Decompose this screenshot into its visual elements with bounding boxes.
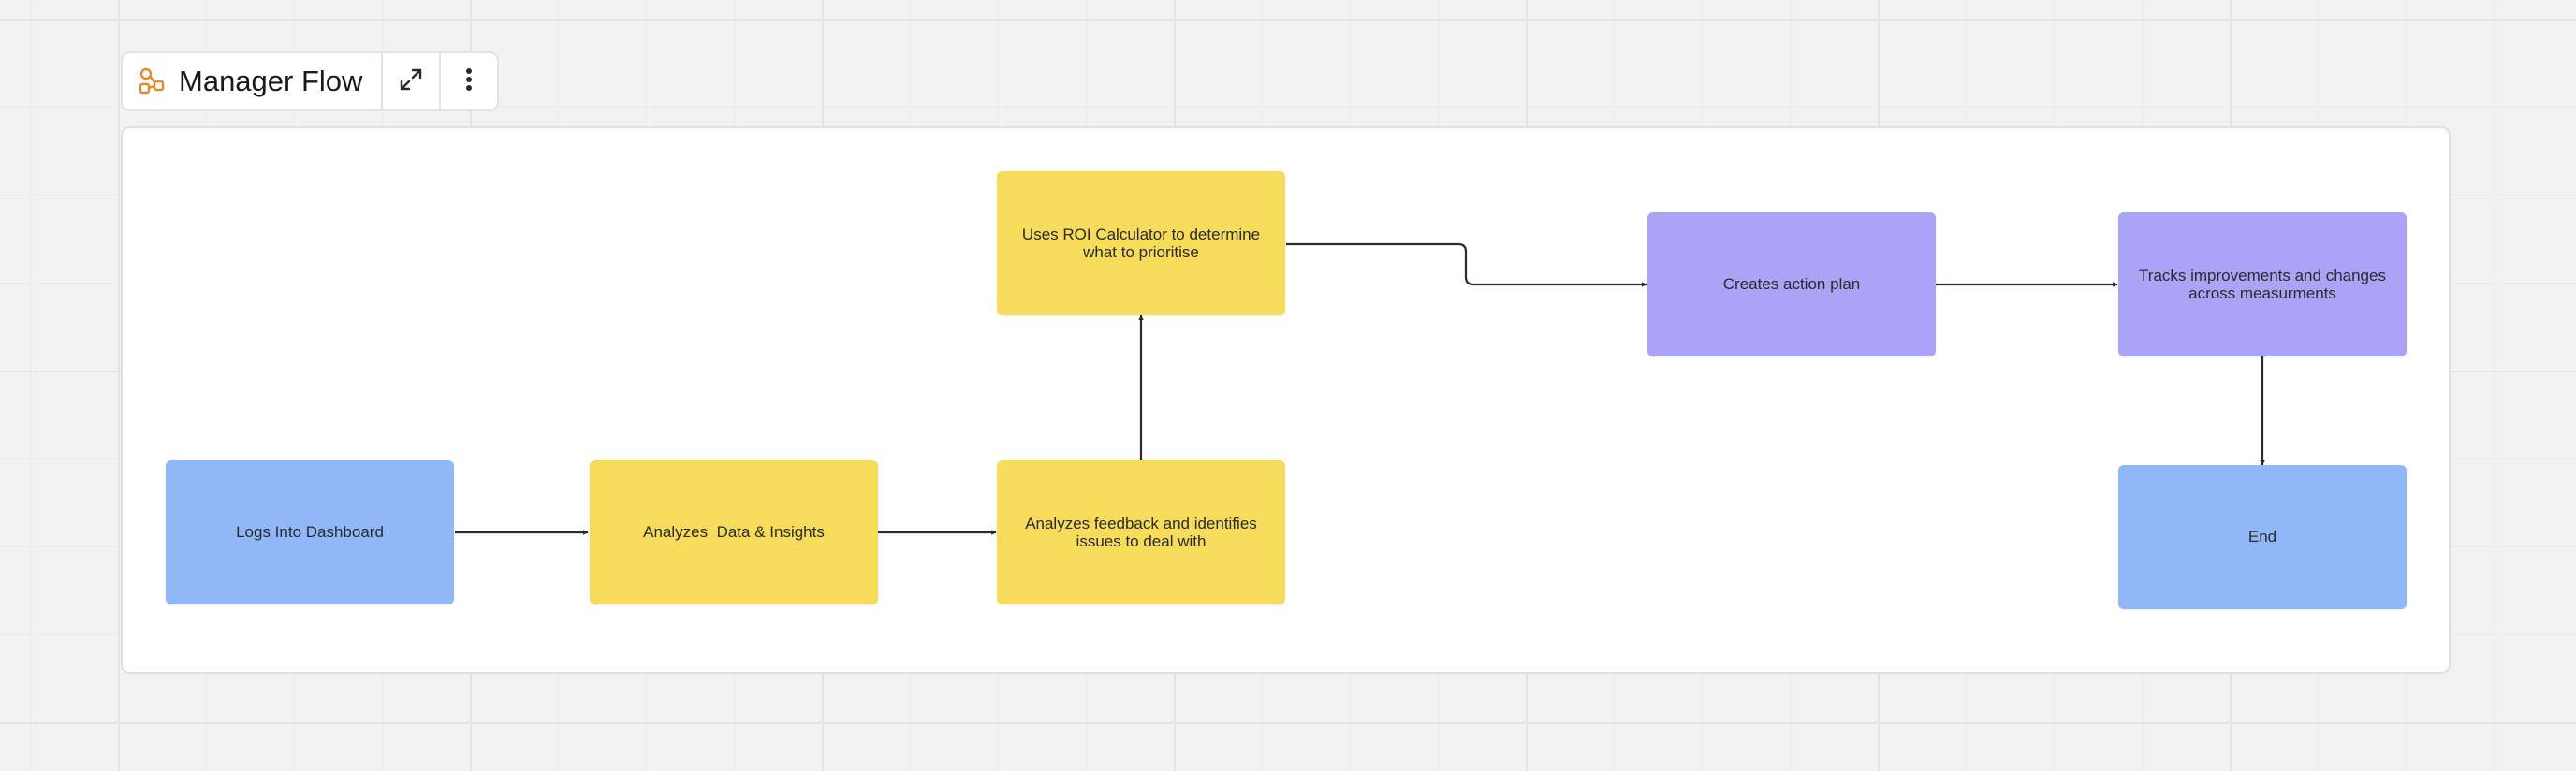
node-label: Analyzes Data & Insights bbox=[643, 523, 825, 542]
node-analyzes-data[interactable]: Analyzes Data & Insights bbox=[590, 460, 878, 604]
node-label: Creates action plan bbox=[1722, 275, 1861, 294]
flow-diagram-icon bbox=[138, 67, 166, 95]
node-end[interactable]: End bbox=[2118, 465, 2407, 609]
node-tracks-improvements[interactable]: Tracks improvements and changes across m… bbox=[2118, 212, 2407, 356]
node-label: Tracks improvements and changes across m… bbox=[2139, 266, 2391, 302]
node-logs-into-dashboard[interactable]: Logs Into Dashboard bbox=[166, 460, 454, 604]
board-title: Manager Flow bbox=[179, 65, 363, 97]
expand-button[interactable] bbox=[383, 53, 442, 109]
more-vertical-icon bbox=[464, 66, 474, 97]
node-label: End bbox=[2247, 528, 2277, 546]
node-uses-roi-calculator[interactable]: Uses ROI Calculator to determine what to… bbox=[997, 171, 1285, 315]
more-options-button[interactable] bbox=[441, 53, 497, 109]
board-title-area[interactable]: Manager Flow bbox=[123, 53, 384, 109]
expand-icon bbox=[398, 66, 424, 97]
node-label: Uses ROI Calculator to determine what to… bbox=[1021, 225, 1265, 261]
node-label: Logs Into Dashboard bbox=[236, 523, 384, 542]
node-creates-action-plan[interactable]: Creates action plan bbox=[1647, 212, 1936, 356]
board-toolbar: Manager Flow bbox=[121, 51, 500, 111]
flowchart-frame bbox=[121, 126, 2451, 674]
node-analyzes-feedback[interactable]: Analyzes feedback and identifies issues … bbox=[997, 460, 1285, 604]
node-label: Analyzes feedback and identifies issues … bbox=[1025, 514, 1262, 550]
